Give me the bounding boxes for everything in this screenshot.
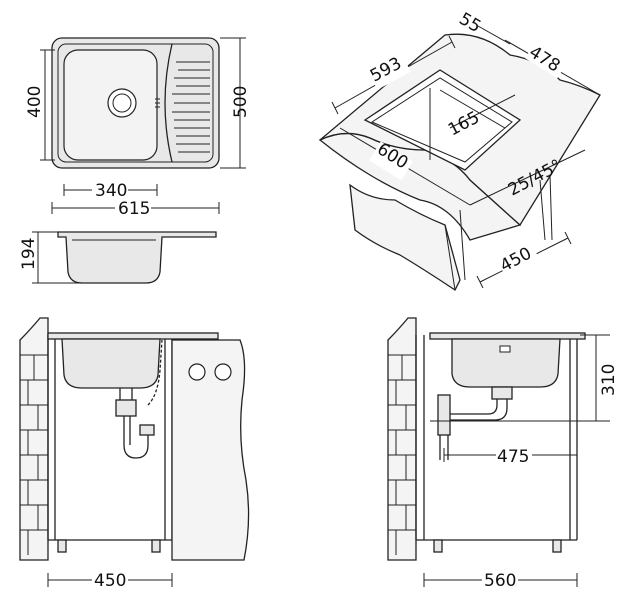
dim-mounting-height: 310 bbox=[599, 364, 619, 396]
drainer-edge bbox=[164, 43, 173, 163]
dim-side-cabinet-width: 560 bbox=[484, 571, 516, 591]
dim-front-cabinet-width: 450 bbox=[94, 571, 126, 591]
sink-top-view: 400 500 340 615 bbox=[25, 37, 251, 219]
dim-drain-offset: 475 bbox=[497, 447, 529, 467]
side-installation-view: 310 475 560 bbox=[387, 317, 619, 591]
wall-section-right bbox=[387, 317, 417, 561]
dim-top-height: 500 bbox=[231, 86, 251, 118]
front-installation-view: 450 bbox=[19, 317, 250, 591]
countertop-edge-right bbox=[429, 332, 586, 340]
drain-inner-icon bbox=[112, 93, 132, 113]
bowl-profile bbox=[57, 231, 217, 284]
side-bowl bbox=[451, 338, 561, 388]
wall-section bbox=[19, 317, 49, 561]
hole-icon bbox=[214, 363, 232, 381]
cutout-opening bbox=[363, 69, 522, 171]
dim-bowl-depth: 194 bbox=[19, 238, 39, 270]
isometric-cutout-view: 593 55 478 165 600 25/45° 450 bbox=[318, 9, 601, 291]
dim-overall-width: 615 bbox=[118, 199, 150, 219]
dim-cutout-top-offset: 55 bbox=[456, 9, 485, 37]
side-panel bbox=[171, 339, 250, 561]
hole-icon bbox=[188, 363, 206, 381]
sink-side-section: 194 bbox=[19, 231, 217, 284]
dim-top-depth: 400 bbox=[25, 86, 45, 118]
countertop-edge bbox=[47, 332, 219, 340]
front-bowl bbox=[61, 338, 161, 389]
dim-bowl-width: 340 bbox=[95, 181, 127, 201]
